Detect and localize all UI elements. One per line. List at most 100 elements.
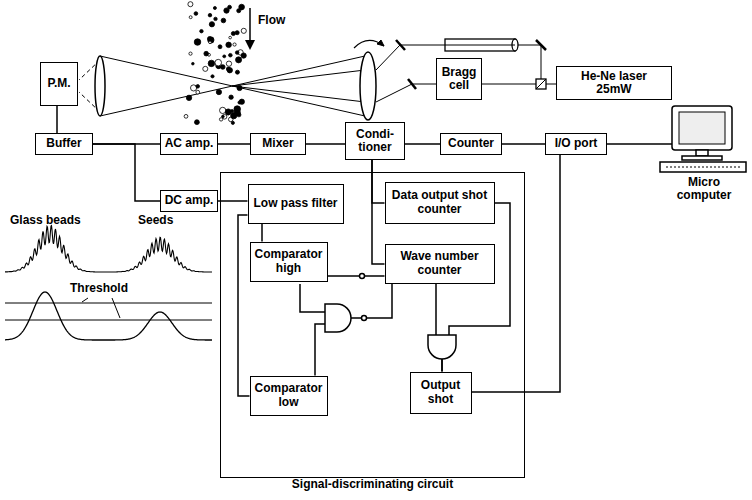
signal-wire — [93, 144, 160, 201]
drawing-stroke — [536, 79, 546, 89]
drawing-stroke — [232, 86, 365, 102]
seed-particle — [241, 28, 246, 33]
block-label: He-Ne laser 25mW — [572, 70, 656, 96]
block-box: Mixer — [250, 133, 306, 155]
circuit-title: Signal-discriminating circuit — [221, 478, 524, 491]
block-label: Buffer — [46, 137, 81, 150]
drawing-stroke — [354, 40, 384, 48]
block-label: Wave number counter — [389, 250, 491, 276]
drawing-stroke — [82, 298, 88, 302]
seed-particle — [207, 37, 211, 41]
block-label: Counter — [448, 137, 494, 150]
flow-label: Flow — [258, 14, 285, 27]
signal-wire — [238, 215, 250, 396]
signal-wire — [218, 143, 250, 145]
seed-particle — [214, 17, 217, 20]
seed-particle — [227, 68, 232, 73]
block-box: DC amp. — [160, 190, 218, 212]
block-label: Bragg cell — [440, 66, 478, 92]
drawing-stroke — [377, 40, 384, 46]
drawing-stroke — [660, 162, 746, 172]
drawing-stroke — [482, 84, 536, 85]
drawing-stroke — [541, 45, 542, 79]
seed-particle — [239, 99, 244, 104]
drawing-stroke — [396, 40, 405, 50]
seed-particle — [215, 59, 222, 66]
drawing-stroke — [360, 274, 365, 279]
block-label: AC amp. — [165, 137, 214, 150]
block-box: P.M. — [40, 62, 78, 106]
seed-particle — [225, 109, 231, 115]
block-box: Bragg cell — [436, 58, 482, 100]
block-box: I/O port — [545, 133, 607, 155]
drawing-stroke — [112, 298, 120, 318]
signal-wire — [315, 284, 392, 376]
drawing-stroke — [445, 45, 515, 46]
burst-signal — [5, 226, 212, 272]
seed-particle — [235, 51, 239, 55]
block-box: He-Ne laser 25mW — [556, 66, 672, 100]
drawing-stroke — [682, 156, 722, 160]
computer-label: Micro computer — [660, 176, 748, 202]
drawing-stroke — [360, 52, 376, 120]
seed-particle — [234, 106, 241, 113]
signal-wire — [56, 106, 58, 133]
seed-particle — [203, 66, 208, 71]
drawing-stroke — [536, 79, 546, 89]
seed-particle — [231, 121, 234, 124]
seed-particle — [216, 89, 221, 94]
drawing-stroke — [95, 56, 105, 116]
particles — [184, 2, 246, 125]
block-label: Data output shot counter — [389, 189, 491, 215]
seed-particle — [223, 55, 226, 58]
seed-particle — [211, 75, 214, 78]
signal-wire — [218, 200, 248, 202]
seed-particle — [188, 2, 193, 7]
computer-icon — [607, 106, 746, 172]
dc-signal — [5, 292, 212, 340]
block-box: Counter — [440, 133, 502, 155]
drawing-stroke — [412, 84, 436, 85]
seed-particle — [194, 120, 199, 125]
seed-particle — [241, 53, 246, 58]
drawing-stroke — [100, 56, 365, 116]
seed-particle — [200, 29, 203, 32]
seed-particle — [226, 42, 232, 48]
seed-particle — [204, 51, 209, 56]
drawing-stroke — [672, 106, 732, 150]
block-label: P.M. — [47, 77, 70, 90]
seed-particle — [220, 107, 226, 113]
circuit-frame: Signal-discriminating circuitLow pass fi… — [220, 172, 525, 478]
logic-symbols — [300, 274, 456, 360]
block-box: Condi- tioner — [345, 122, 405, 160]
block-label: Output shot — [414, 379, 468, 405]
signal-wire — [372, 160, 385, 264]
signal-wire — [261, 224, 263, 242]
seed-particle — [208, 37, 214, 43]
seed-particle — [209, 41, 212, 44]
seed-particle — [235, 70, 239, 74]
seed-particle — [231, 113, 237, 119]
drawing-stroke — [5, 320, 212, 321]
drawing-stroke — [100, 56, 365, 116]
drawing-stroke — [607, 143, 672, 145]
drawing-stroke — [400, 45, 541, 46]
seed-particle — [218, 45, 222, 49]
drawing-stroke — [376, 45, 400, 70]
drawing-stroke — [696, 150, 708, 156]
seed-particle — [221, 18, 226, 23]
drawing-stroke — [546, 84, 556, 85]
seed-particle — [209, 22, 214, 27]
seed-particle — [194, 39, 201, 46]
drawing-stroke — [249, 8, 251, 41]
block-label: Condi- tioner — [349, 128, 401, 154]
seed-particle — [229, 53, 233, 57]
block-label: Comparator high — [254, 248, 324, 274]
seed-particle — [196, 90, 200, 94]
block-label: Mixer — [262, 137, 293, 150]
signal-wire — [502, 143, 545, 145]
signal-label: Glass beads — [10, 214, 81, 227]
seed-particle — [229, 36, 232, 39]
